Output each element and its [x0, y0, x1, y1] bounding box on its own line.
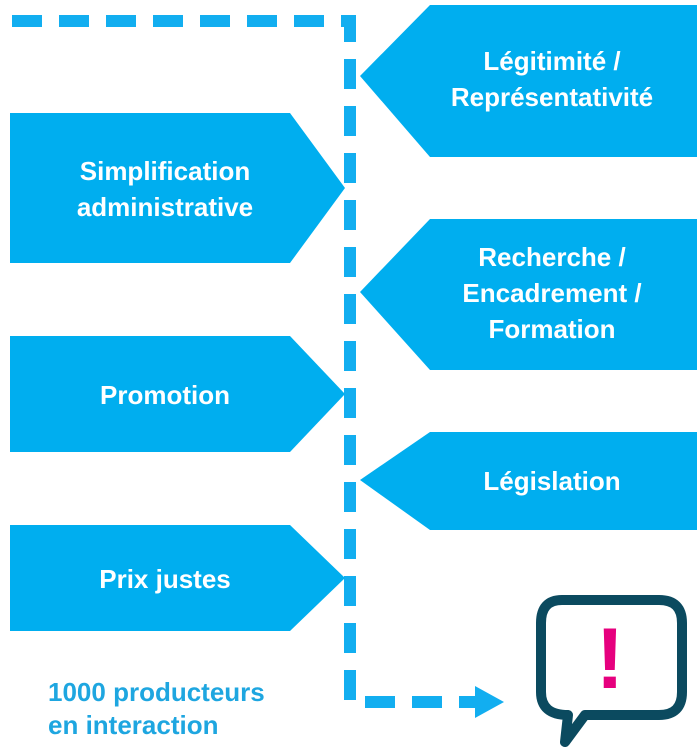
left-arrow-label-2: Promotion	[100, 380, 230, 410]
left-arrow-label-3: Prix justes	[99, 564, 231, 594]
left-arrow-shape-3	[10, 525, 345, 631]
right-arrow-shape-3	[360, 432, 697, 530]
left-arrow-shape-2	[10, 336, 345, 452]
caption: 1000 producteurs en interaction	[48, 677, 265, 740]
dashed-connector	[12, 15, 478, 708]
right-arrow-label-3: Législation	[483, 466, 621, 496]
right-arrow-label-1: Légitimité / Représentativité	[450, 46, 654, 112]
connector-arrowhead	[475, 686, 504, 718]
left-arrow-label-1: Simplification administrative	[76, 156, 254, 222]
speech-bubble-shape	[536, 595, 687, 747]
speech-bubble-alert-icon: !	[595, 611, 625, 707]
right-arrow-shape-2	[360, 219, 697, 370]
right-arrow-shape-1	[360, 5, 697, 157]
left-arrow-shape-1	[10, 113, 345, 263]
right-arrow-label-2: Recherche / Encadrement / Formation	[462, 242, 642, 344]
